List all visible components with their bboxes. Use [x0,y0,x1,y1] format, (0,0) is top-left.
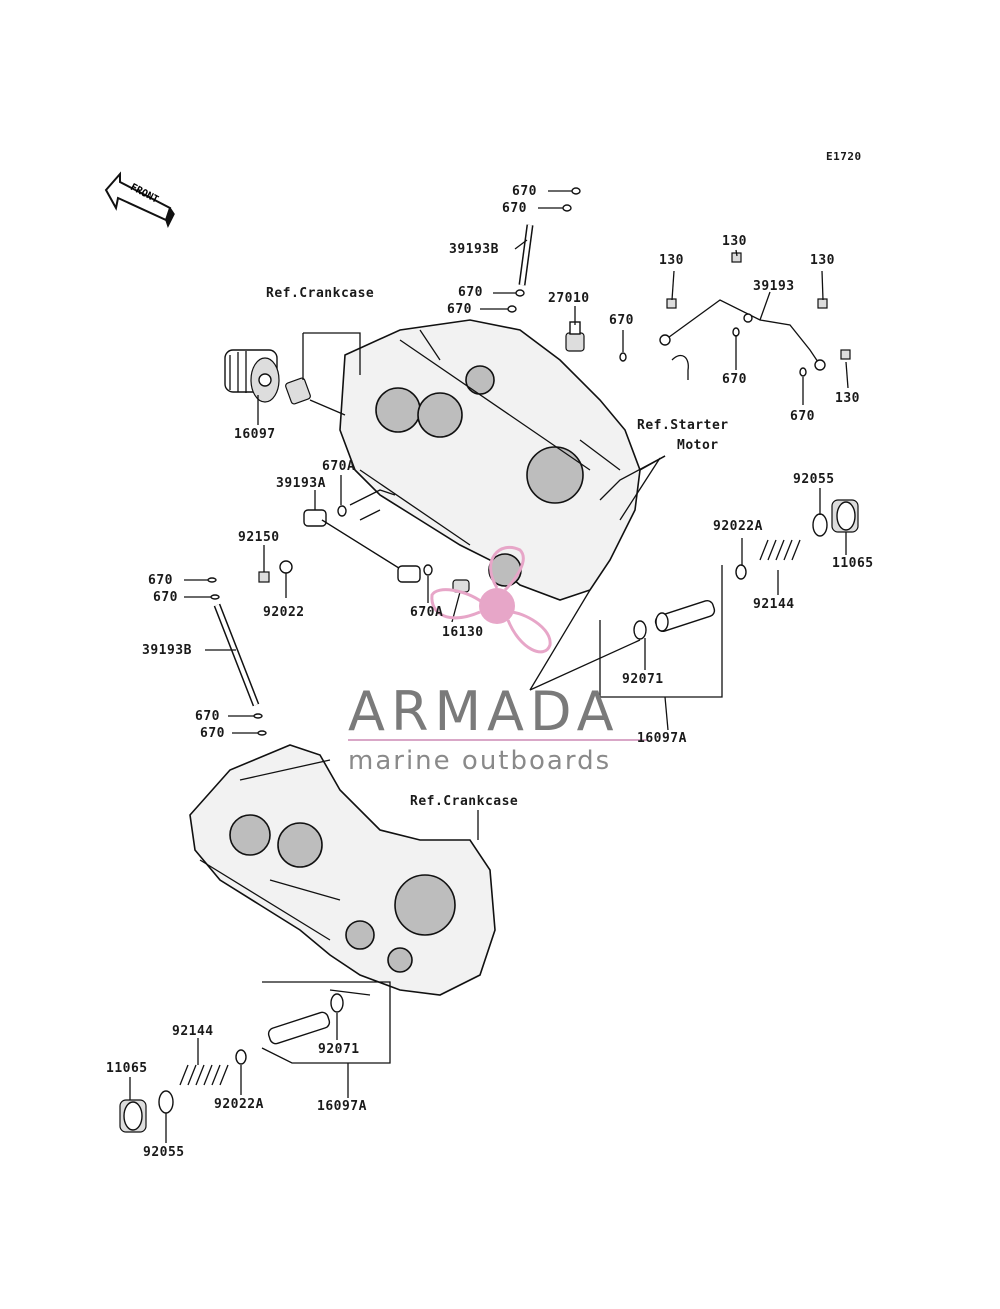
part-label-670: 670 [195,709,220,724]
upper-crankcase [339,319,641,601]
watermark-propeller-logo [430,545,552,654]
part-label-92022a: 92022A [214,1097,264,1112]
part-label-11065: 11065 [106,1061,148,1076]
part-label-92144: 92144 [172,1024,214,1039]
oil-filter [224,349,280,403]
part-label-130: 130 [835,391,860,406]
part-label-92055: 92055 [143,1145,185,1160]
part-label-670: 670 [502,201,527,216]
relief-valve-top [633,499,859,640]
part-label-670: 670 [609,313,634,328]
relief-valve-bottom [119,993,344,1133]
ref-crankcase-label: Ref.Crankcase [410,794,519,809]
part-label-670: 670 [447,302,472,317]
oil-pressure-switch [565,321,585,352]
watermark-divider [348,739,648,741]
part-label-670a: 670A [322,459,356,474]
part-label-11065: 11065 [832,556,874,571]
part-label-670: 670 [790,409,815,424]
front-direction-arrow-icon: FRONT [104,171,175,228]
part-label-670: 670 [148,573,173,588]
part-label-92150: 92150 [238,530,280,545]
part-label-130: 130 [659,253,684,268]
part-label-39193: 39193 [753,279,795,294]
diagram-code: E1720 [826,150,862,163]
part-label-670: 670 [458,285,483,300]
part-label-39193b: 39193B [142,643,192,658]
part-label-670: 670 [200,726,225,741]
part-label-92022: 92022 [263,605,305,620]
part-label-16097: 16097 [234,427,276,442]
part-label-670: 670 [512,184,537,199]
part-label-27010: 27010 [548,291,590,306]
ref-starter-label: Ref.Starter [637,418,729,433]
part-label-92144: 92144 [753,597,795,612]
part-label-16097a: 16097A [317,1099,367,1114]
ref-crankcase-label: Ref.Crankcase [266,286,375,301]
lower-crankcase [189,744,496,996]
part-label-39193b: 39193B [449,242,499,257]
part-label-92071: 92071 [318,1042,360,1057]
part-label-16097a: 16097A [637,731,687,746]
part-label-670: 670 [722,372,747,387]
part-label-92022a: 92022A [713,519,763,534]
watermark-title: ARMADA [348,680,620,743]
part-label-130: 130 [810,253,835,268]
leader-lines [129,190,849,1143]
watermark-subtitle: marine outboards [348,746,612,776]
part-label-16130: 16130 [442,625,484,640]
part-label-670: 670 [153,590,178,605]
part-label-92055: 92055 [793,472,835,487]
ref-starter-label-line2: Motor [677,438,719,453]
part-label-39193a: 39193A [276,476,326,491]
part-label-670a: 670A [410,605,444,620]
part-label-130: 130 [722,234,747,249]
part-label-92071: 92071 [622,672,664,687]
